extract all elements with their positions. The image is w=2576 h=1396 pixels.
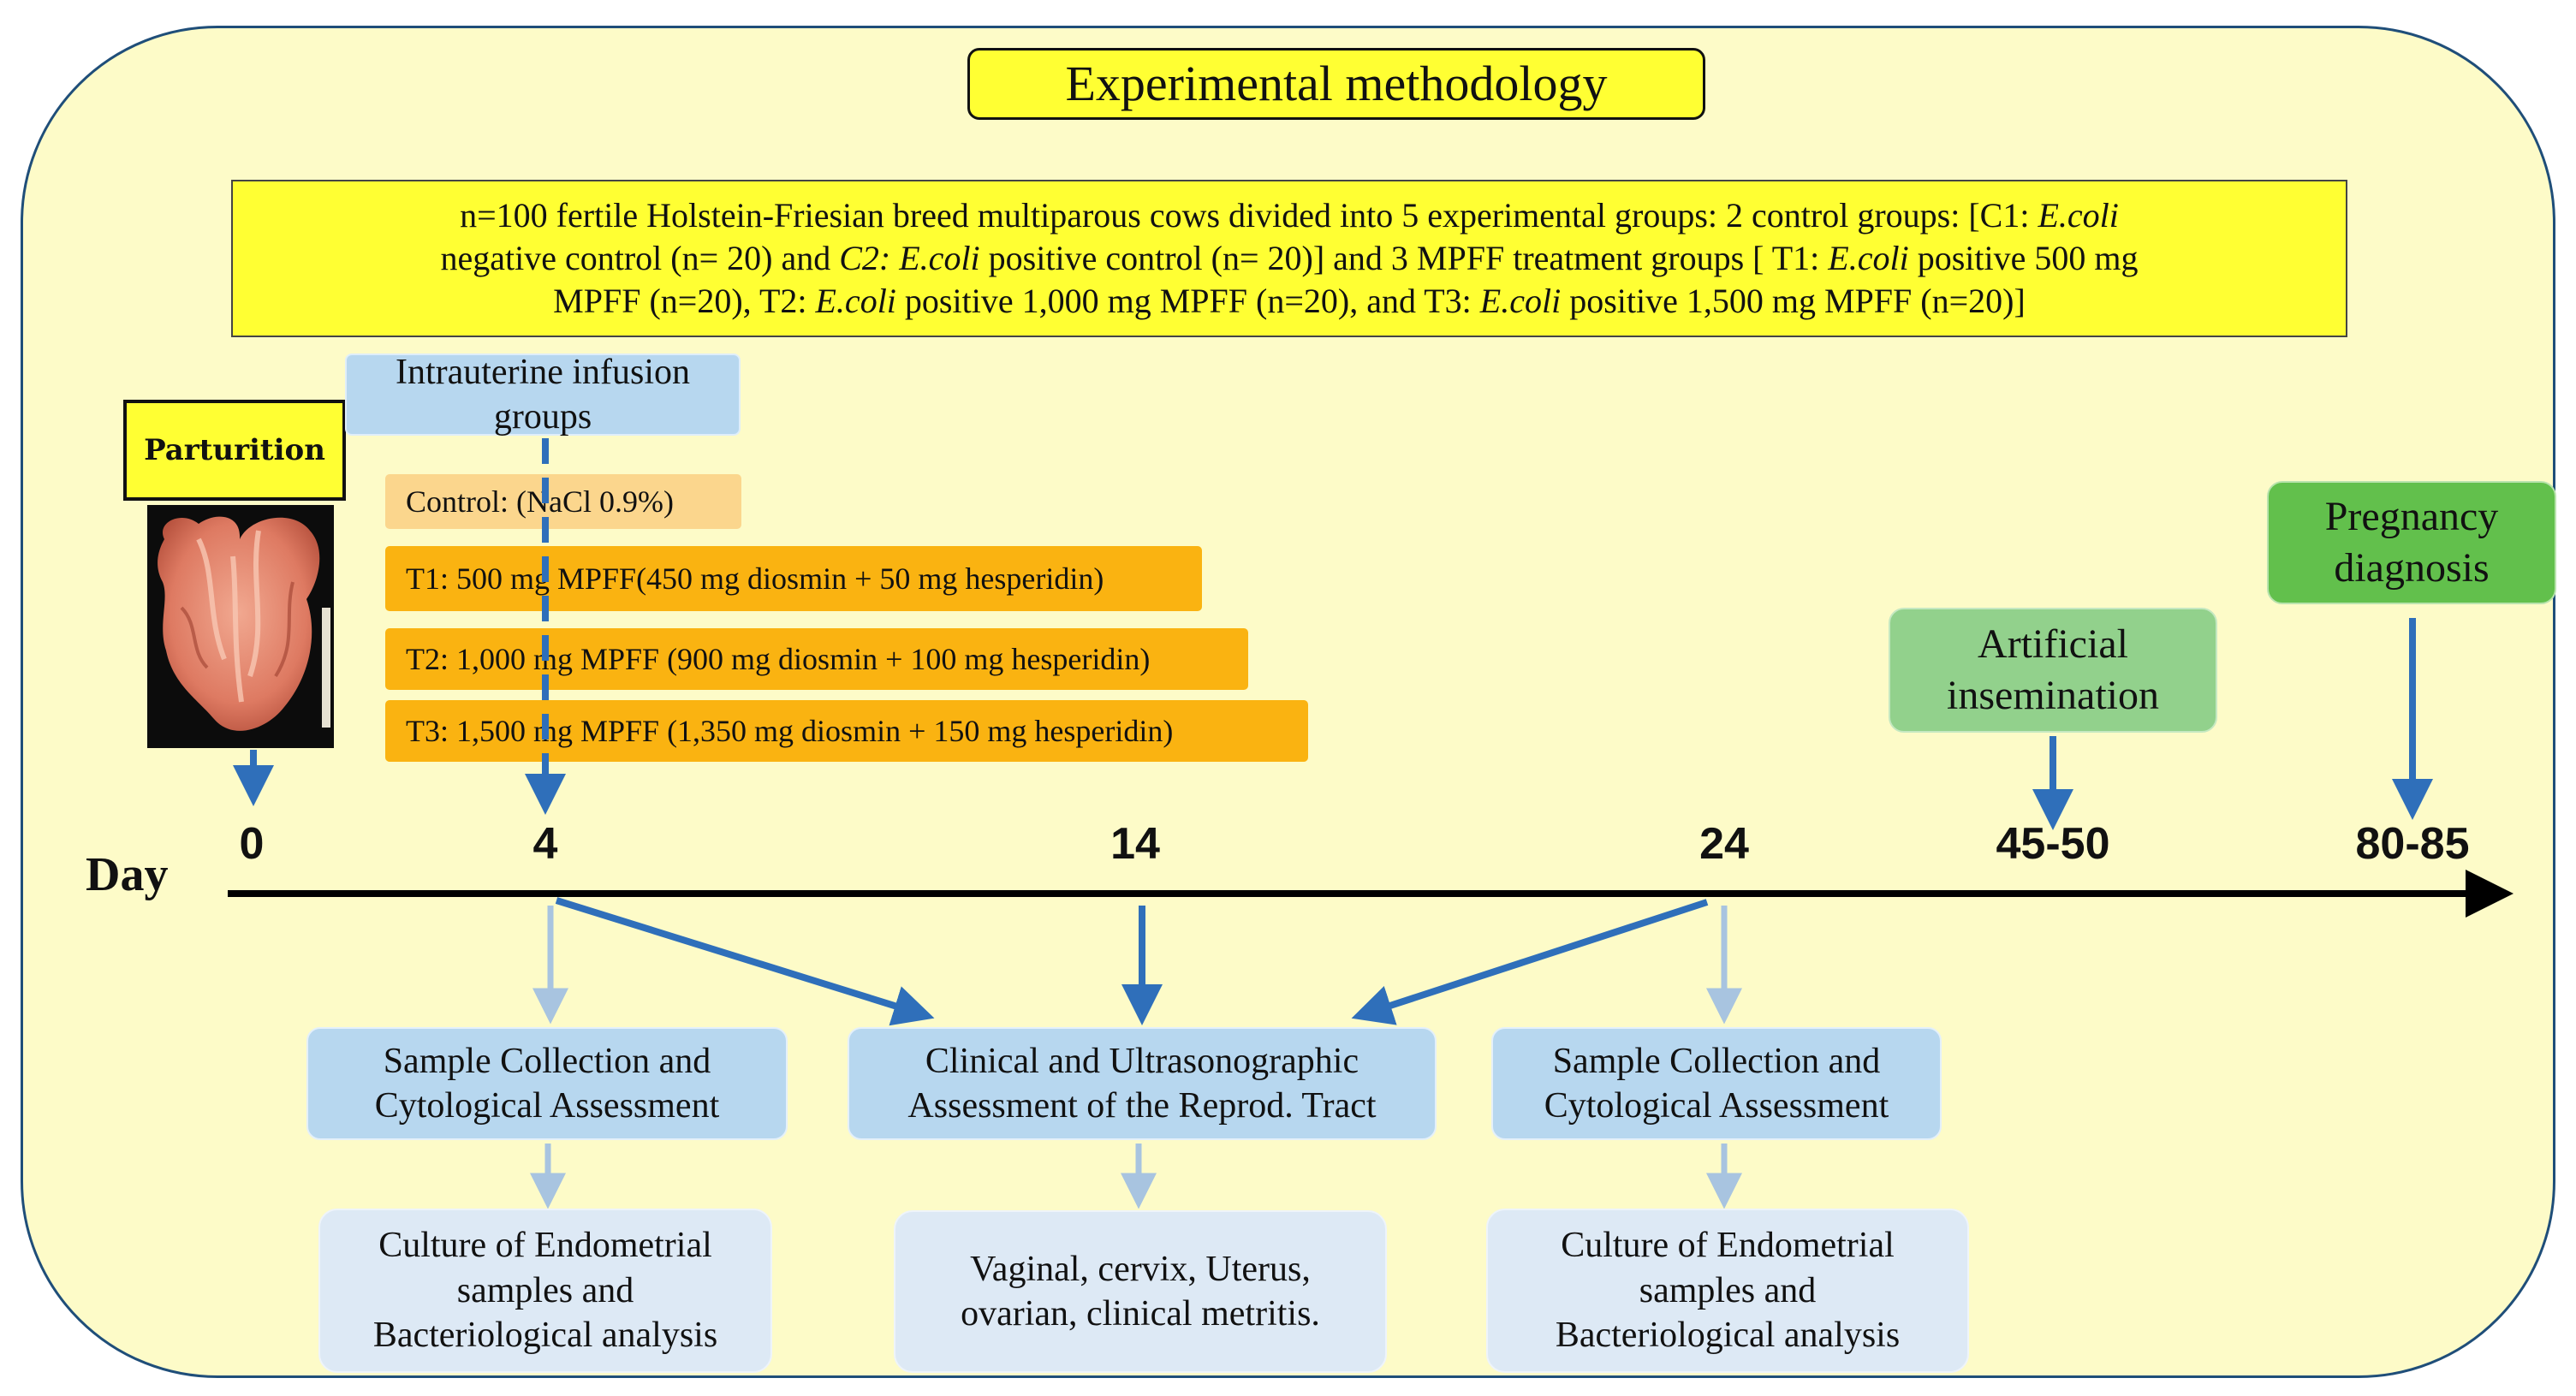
culture-left-line-3: Bacteriological analysis xyxy=(372,1316,718,1356)
clinical-findings: Vaginal, cervix, Uterus, ovarian, clinic… xyxy=(894,1210,1387,1373)
uterus-illustration xyxy=(158,516,330,731)
sample-collection-left: Sample Collection and Cytological Assess… xyxy=(306,1027,788,1140)
infusion-line-2: groups xyxy=(493,397,592,437)
culture-left-line-2: samples and xyxy=(456,1270,634,1310)
summary-text: MPFF (n=20), T2: xyxy=(553,282,816,320)
parturition-label: Parturition xyxy=(123,400,346,501)
summary-italic: E.coli xyxy=(2038,196,2119,235)
summary-line-1: n=100 fertile Holstein-Friesian breed mu… xyxy=(460,194,2119,237)
summary-text: n=100 fertile Holstein-Friesian breed mu… xyxy=(460,196,2038,235)
infusion-line-1: Intrauterine infusion xyxy=(395,352,691,392)
summary-text: positive control (n= 20)] and 3 MPFF tre… xyxy=(979,239,1829,277)
clinical-line-2: Assessment of the Reprod. Tract xyxy=(907,1086,1377,1126)
treatment-t2: T2: 1,000 mg MPFF (900 mg diosmin + 100 … xyxy=(385,628,1248,690)
tick-day-45-50: 45-50 xyxy=(1996,819,2110,869)
arrow-day4-clinical xyxy=(555,897,935,1026)
sample-right-line-2: Cytological Assessment xyxy=(1544,1086,1889,1126)
pd-line-1: Pregnancy xyxy=(2324,494,2499,539)
summary-text: negative control (n= 20) and xyxy=(440,239,840,277)
day-axis-label: Day xyxy=(86,848,169,901)
tick-day-24: 24 xyxy=(1699,819,1749,869)
tick-day-0: 0 xyxy=(239,819,265,869)
ai-line-2: insemination xyxy=(1947,673,2159,718)
summary-text: positive 500 mg xyxy=(1908,239,2139,277)
sample-left-line-2: Cytological Assessment xyxy=(374,1086,720,1126)
artificial-insemination: Artificial insemination xyxy=(1889,608,2217,733)
summary-italic: E.coli xyxy=(1479,282,1562,320)
clinical-assessment: Clinical and Ultrasonographic Assessment… xyxy=(848,1027,1437,1140)
summary-line-3: MPFF (n=20), T2: E.coli positive 1,000 m… xyxy=(553,280,2026,323)
tick-day-4: 4 xyxy=(532,819,558,869)
clinical-line-1: Clinical and Ultrasonographic xyxy=(925,1041,1359,1081)
pregnancy-diagnosis: Pregnancy diagnosis xyxy=(2267,481,2556,604)
findings-line-1: Vaginal, cervix, Uterus, xyxy=(970,1249,1311,1289)
findings-line-2: ovarian, clinical metritis. xyxy=(961,1294,1320,1334)
treatment-control-text: Control: (NaCl 0.9%) xyxy=(406,484,674,519)
sample-right-line-1: Sample Collection and xyxy=(1552,1041,1881,1081)
summary-line-2: negative control (n= 20) and C2: E.coli … xyxy=(441,237,2139,280)
study-summary: n=100 fertile Holstein-Friesian breed mu… xyxy=(231,180,2347,337)
treatment-t3-text: T3: 1,500 mg MPFF (1,350 mg diosmin + 15… xyxy=(406,714,1174,748)
sample-left-line-1: Sample Collection and xyxy=(383,1041,711,1081)
treatment-t1: T1: 500 mg MPFF(450 mg diosmin + 50 mg h… xyxy=(385,546,1202,611)
arrow-day24-clinical xyxy=(1351,899,1709,1025)
treatment-t3: T3: 1,500 mg MPFF (1,350 mg diosmin + 15… xyxy=(385,700,1308,762)
ai-line-1: Artificial xyxy=(1978,621,2128,667)
summary-italic: E.coli xyxy=(815,282,896,320)
pd-line-2: diagnosis xyxy=(2334,545,2490,591)
summary-italic: E.coli xyxy=(1828,239,1909,277)
culture-right-line-2: samples and xyxy=(1639,1270,1817,1310)
culture-right-line-1: Culture of Endometrial xyxy=(1561,1226,1895,1266)
summary-text: positive 1,500 mg MPFF (n=20)] xyxy=(1561,282,2026,320)
tick-day-80-85: 80-85 xyxy=(2355,819,2470,869)
uterus-photo xyxy=(147,505,334,748)
treatment-control: Control: (NaCl 0.9%) xyxy=(385,474,741,529)
culture-left-line-1: Culture of Endometrial xyxy=(378,1226,712,1266)
culture-analysis-left: Culture of Endometrial samples and Bacte… xyxy=(318,1209,772,1373)
treatment-t2-text: T2: 1,000 mg MPFF (900 mg diosmin + 100 … xyxy=(406,642,1151,676)
diagram-title: Experimental methodology xyxy=(967,48,1705,120)
parturition-text: Parturition xyxy=(144,432,325,467)
intrauterine-infusion-groups: Intrauterine infusion groups xyxy=(345,352,741,437)
tick-day-14: 14 xyxy=(1110,819,1160,869)
title-text: Experimental methodology xyxy=(1065,55,1608,111)
culture-right-line-3: Bacteriological analysis xyxy=(1555,1316,1901,1356)
sample-collection-right: Sample Collection and Cytological Assess… xyxy=(1491,1027,1942,1140)
culture-analysis-right: Culture of Endometrial samples and Bacte… xyxy=(1486,1209,1969,1373)
treatment-t1-text: T1: 500 mg MPFF(450 mg diosmin + 50 mg h… xyxy=(406,561,1104,596)
summary-text: positive 1,000 mg MPFF (n=20), and T3: xyxy=(895,282,1480,320)
summary-italic: C2: E.coli xyxy=(839,239,980,277)
